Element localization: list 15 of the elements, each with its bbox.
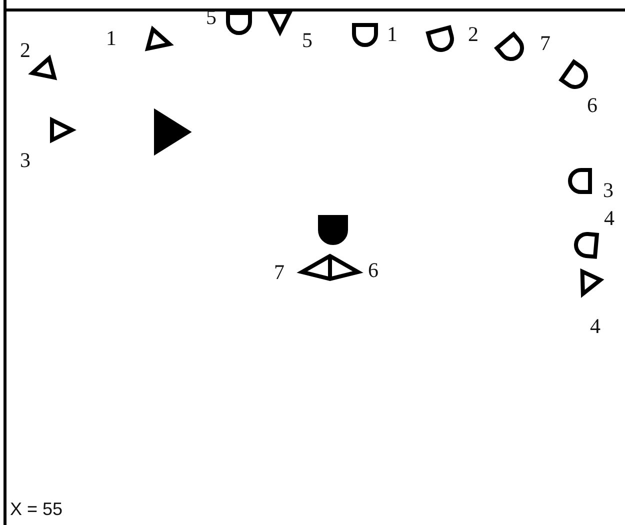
number-label: 3 (603, 180, 614, 201)
number-label: 1 (387, 24, 398, 45)
number-label: 7 (540, 33, 550, 54)
number-label: 3 (20, 150, 30, 171)
number-label: 6 (368, 260, 378, 281)
number-label: 1 (106, 28, 116, 49)
number-label: 7 (274, 262, 284, 283)
number-label: 5 (302, 30, 312, 51)
number-label: 6 (587, 95, 598, 116)
number-label: 2 (20, 40, 30, 61)
number-label: 5 (206, 7, 216, 28)
number-label: 4 (604, 208, 614, 229)
number-label: 2 (468, 24, 478, 45)
number-label: 4 (590, 316, 600, 337)
note-text: X = 55 (10, 500, 63, 518)
